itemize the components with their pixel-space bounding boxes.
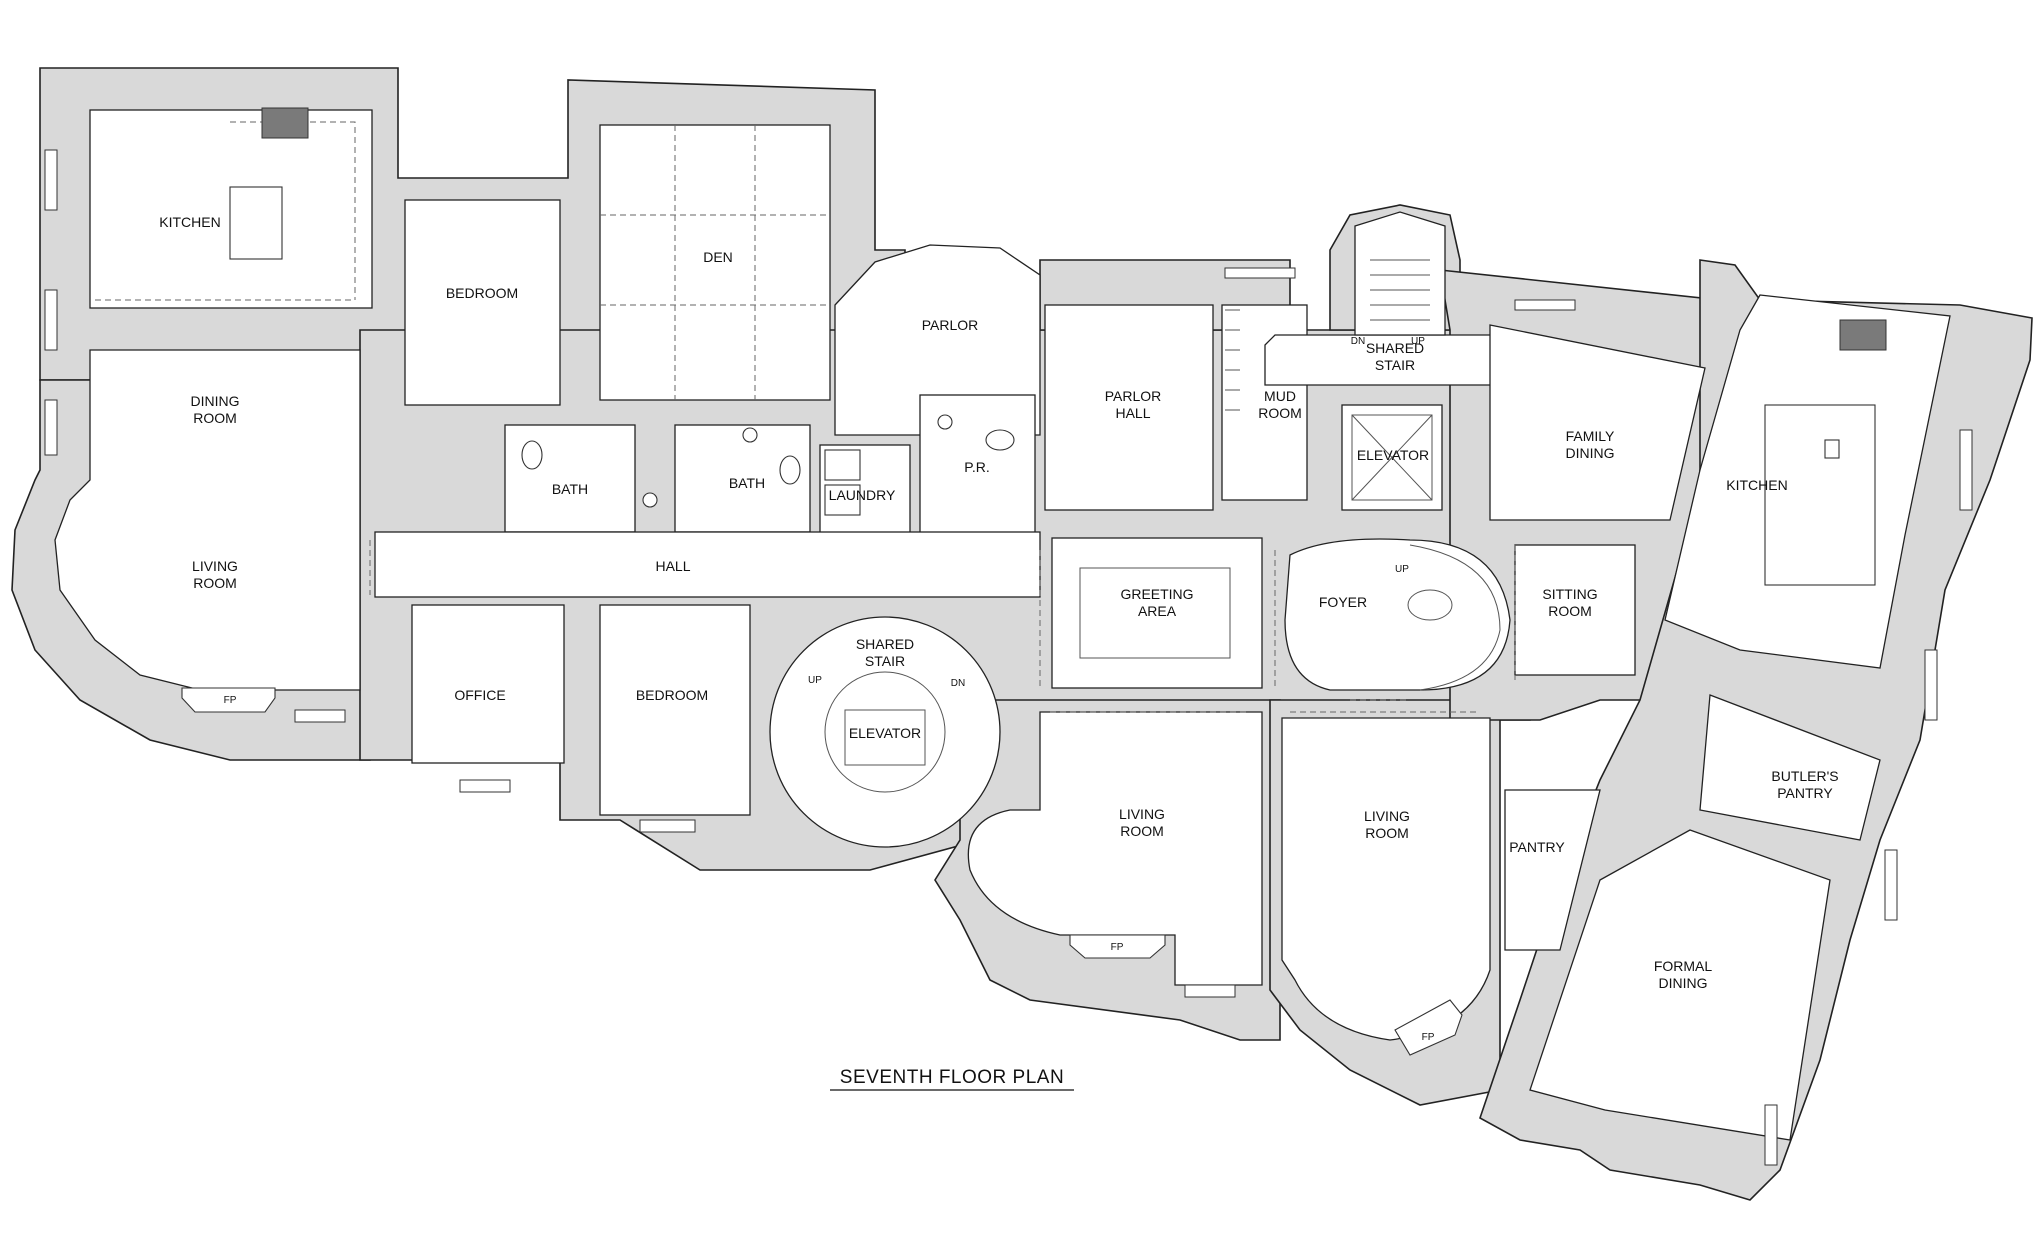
down-marker-south-stair: DN [951, 678, 965, 689]
room-label-elevator-north: ELEVATOR [1357, 447, 1429, 463]
room-label-foyer: FOYER [1319, 594, 1367, 610]
room-label-office: OFFICE [454, 687, 505, 703]
room-label-bedroom-north: BEDROOM [446, 285, 518, 301]
plan-title: SEVENTH FLOOR PLAN [840, 1067, 1064, 1088]
room-label-powder-room: P.R. [964, 459, 989, 475]
room-label-kitchen-west: KITCHEN [159, 214, 220, 230]
room-label-bath-2: BATH [729, 475, 765, 491]
fireplaces: FP FP FP [181, 687, 1463, 1056]
room-label-hall: HALL [655, 558, 690, 574]
room-label-laundry: LAUNDRY [829, 487, 896, 503]
up-marker-foyer: UP [1395, 564, 1409, 575]
room-label-bath-1: BATH [552, 481, 588, 497]
fireplace-label-west: FP [224, 695, 237, 706]
fireplace-label-center: FP [1111, 942, 1124, 953]
stair-markers: UP DN UP DN UP [808, 336, 1425, 689]
up-marker-south-stair: UP [808, 675, 822, 686]
up-marker-north-stair: UP [1411, 336, 1425, 347]
room-label-bedroom-south: BEDROOM [636, 687, 708, 703]
fireplace-label-east: FP [1422, 1032, 1435, 1043]
plan-details [95, 107, 1887, 793]
room-label-kitchen-east: KITCHEN [1726, 477, 1787, 493]
down-marker-north-stair: DN [1351, 336, 1365, 347]
room-label-den: DEN [703, 249, 733, 265]
room-label-pantry: PANTRY [1509, 839, 1565, 855]
room-label-elevator-south: ELEVATOR [849, 725, 921, 741]
windows [44, 149, 1973, 1166]
room-label-parlor: PARLOR [922, 317, 979, 333]
